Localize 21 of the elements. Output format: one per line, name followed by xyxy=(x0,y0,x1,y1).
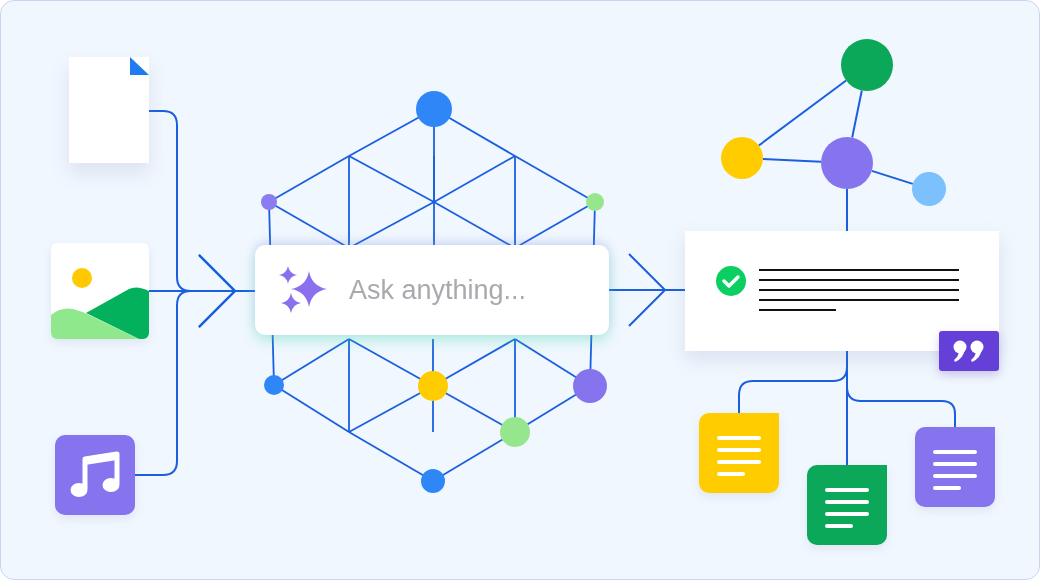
placeholder-text: Ask anything... xyxy=(349,274,527,306)
document-icon xyxy=(807,465,887,545)
connector-line xyxy=(846,188,848,232)
arrow xyxy=(134,254,256,476)
document-icon xyxy=(699,413,779,493)
connector-line xyxy=(870,169,914,185)
connector-line xyxy=(851,89,863,139)
answer-card xyxy=(685,231,999,351)
connector-line xyxy=(846,350,956,428)
search-field xyxy=(255,245,609,335)
document-icon xyxy=(69,57,149,163)
graph-node-circle xyxy=(821,137,873,189)
graph-node-circle xyxy=(721,137,763,179)
graph-node-circle xyxy=(841,39,893,91)
connector-line xyxy=(757,79,848,147)
connector-line xyxy=(762,158,823,163)
document-icon xyxy=(915,427,995,507)
arrow xyxy=(608,253,686,327)
image-icon xyxy=(51,243,149,339)
graph-node-circle xyxy=(912,172,946,206)
music-note-icon xyxy=(55,435,135,515)
